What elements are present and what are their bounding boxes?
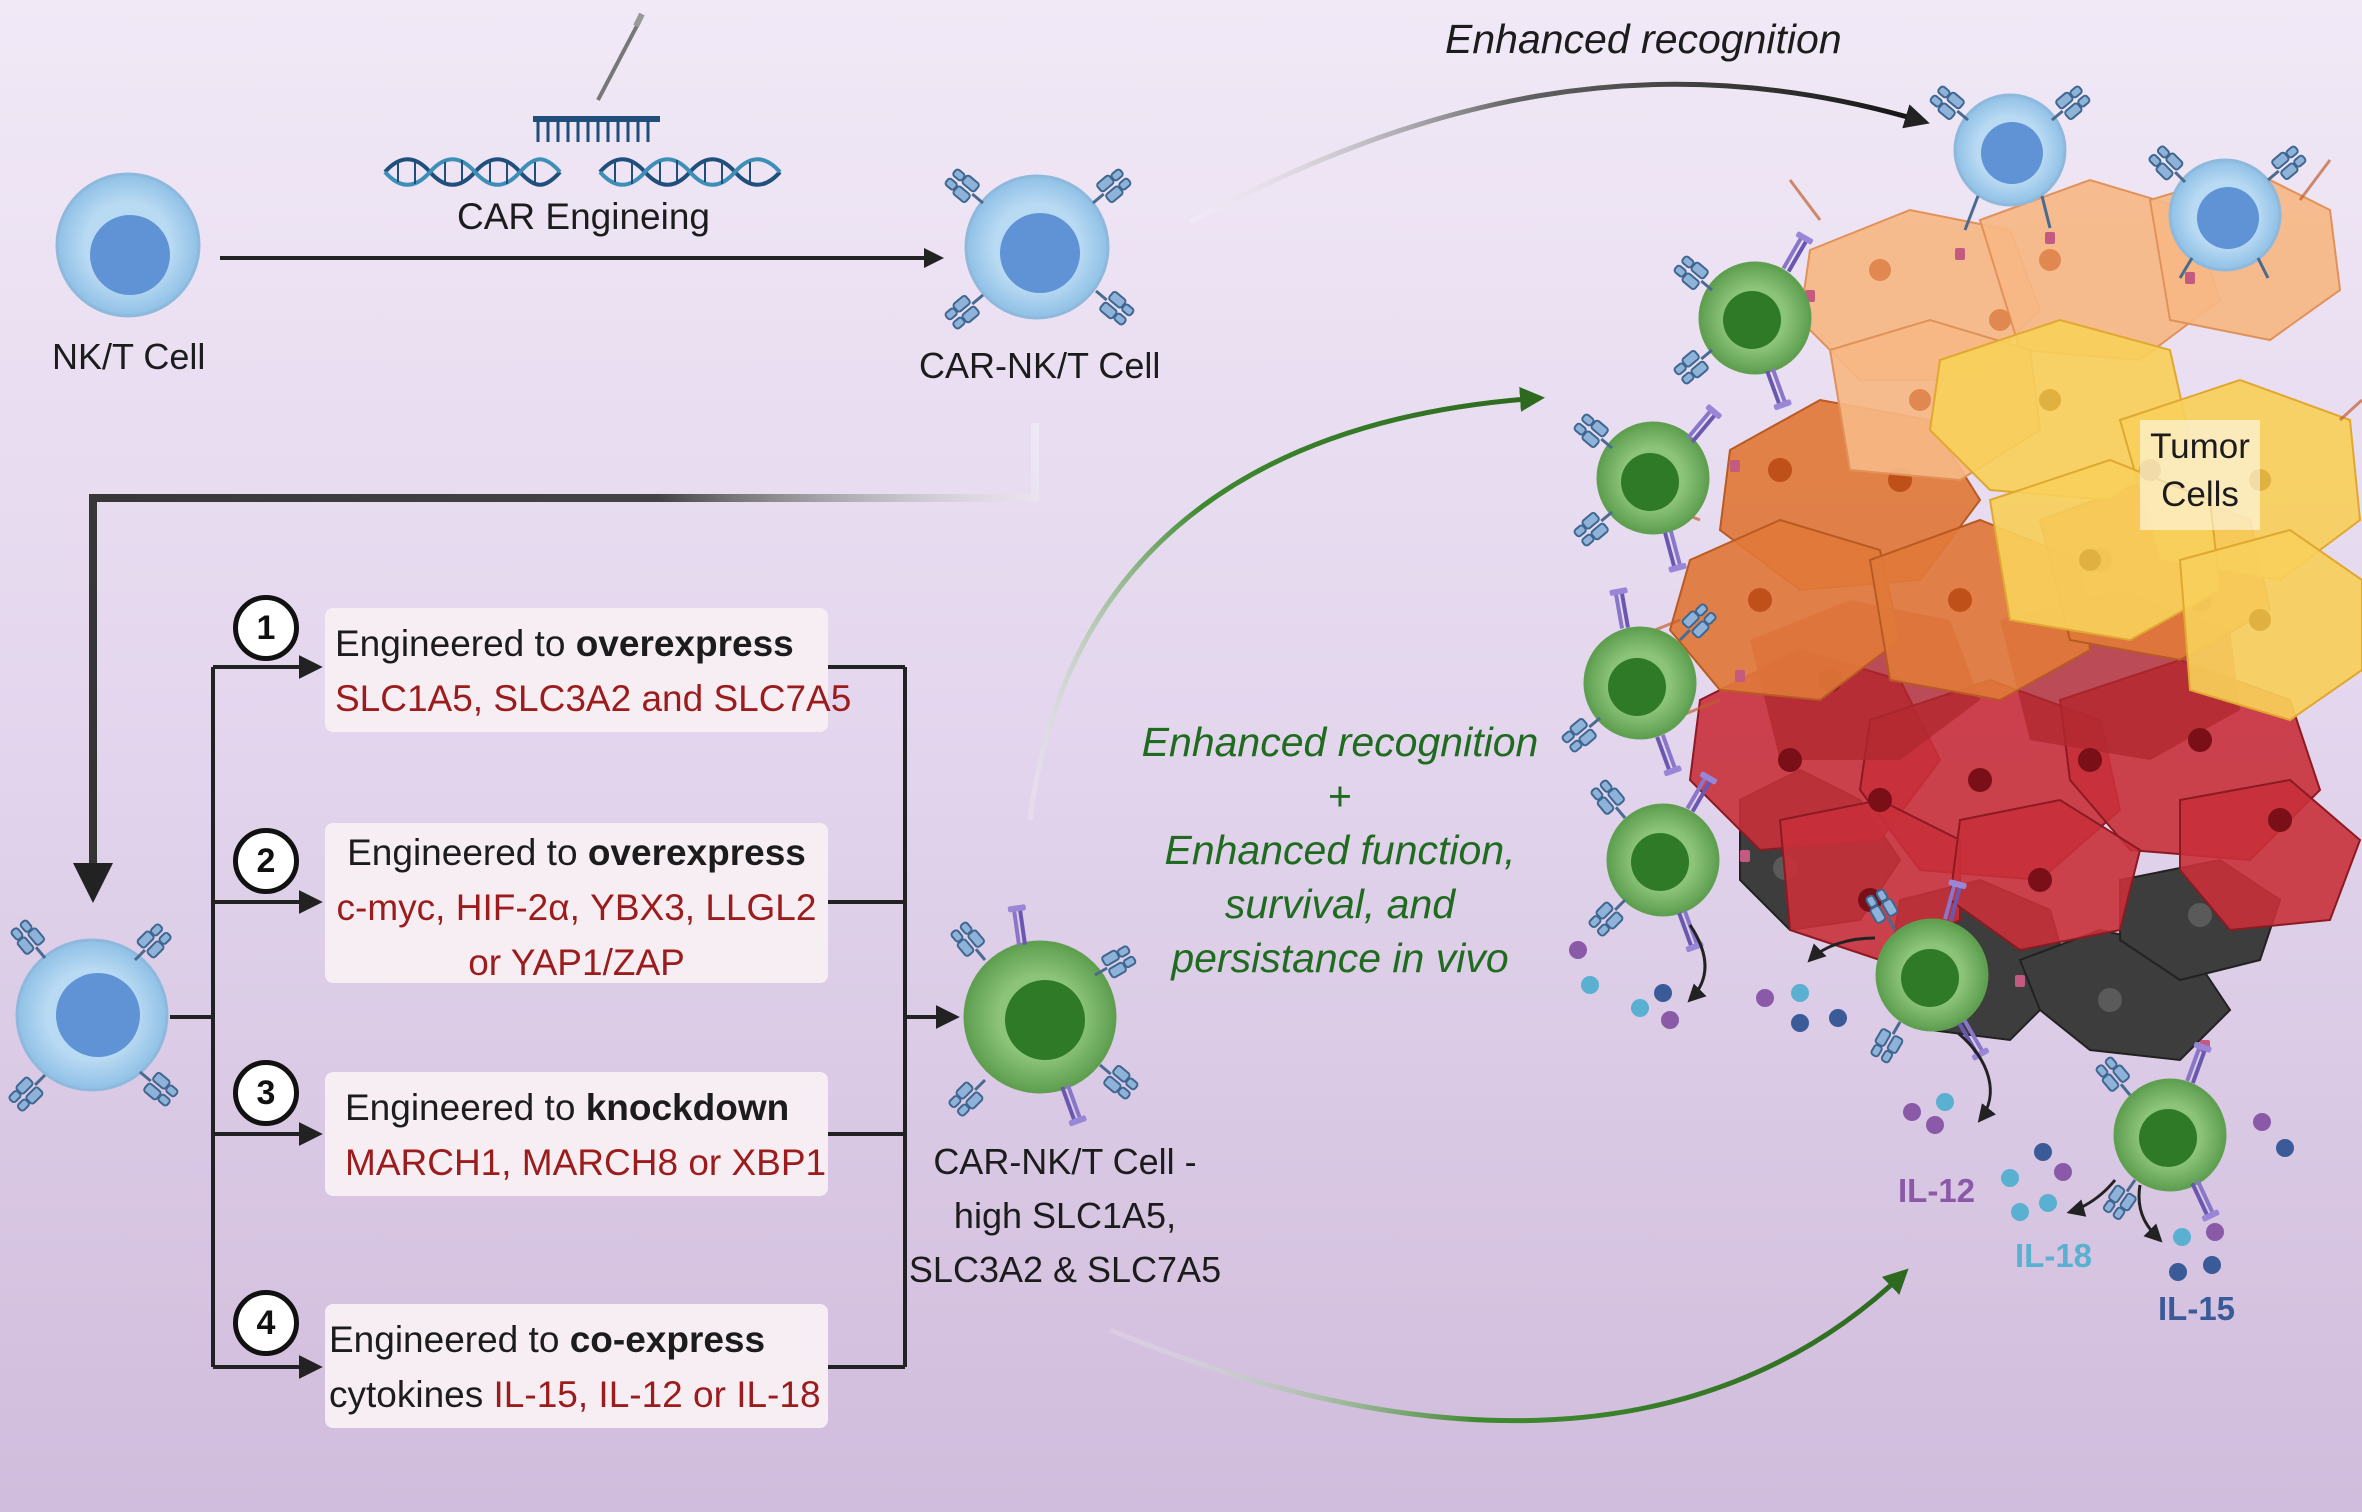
strategy-4-prefix: Engineered to [329, 1319, 570, 1360]
car-nk-t-high-slc-cell-icon [945, 904, 1142, 1127]
effects-label: Enhanced recognition + Enhanced function… [1110, 715, 1570, 985]
strategy-1-number: 1 [233, 595, 299, 661]
strategy-4-targets: IL-15, IL-12 or IL-18 [493, 1374, 821, 1415]
strategy-1-box: Engineered to overexpress SLC1A5, SLC3A2… [325, 608, 852, 732]
effects-line5: persistance in vivo [1171, 935, 1509, 981]
strategy-2-targets-line1: c-myc, HIF-2α, YBX3, LLGL2 [336, 887, 817, 928]
strategy-3-box: Engineered to knockdown MARCH1, MARCH8 o… [325, 1072, 828, 1196]
result-cell-line3: SLC3A2 & SLC7A5 [908, 1249, 1222, 1290]
car-nk-t-cell-label: CAR-NK/T Cell [919, 345, 1161, 386]
strategy-2-prefix: Engineered to [347, 832, 588, 873]
strategy-4-targets-prefix: cytokines [329, 1374, 494, 1415]
enhanced-recognition-arrow [1188, 81, 1930, 225]
nk-t-cell-label: NK/T Cell [52, 336, 206, 377]
green-car-cell-5-icon [1862, 879, 1990, 1066]
green-car-cell-1-icon [1670, 230, 1814, 411]
result-cell-line2: high SLC1A5, [953, 1195, 1177, 1236]
flow-down-arrow [73, 423, 1039, 903]
tumor-mass-illustration [1629, 149, 2362, 1062]
tumor-antigen-icons [1730, 232, 2210, 1052]
car-nk-t-cell-tumor-top-right-icon [2145, 142, 2310, 279]
strategy-2-number: 2 [233, 828, 299, 894]
car-nk-t-cell-icon [941, 165, 1138, 333]
tumor-cells-line2: Cells [2161, 475, 2239, 514]
car-engineering-label: CAR Engineing [457, 196, 710, 237]
enhanced-recognition-top-label: Enhanced recognition [1445, 16, 1842, 62]
strategy-4-box: Engineered to co-express cytokines IL-15… [325, 1304, 828, 1428]
effects-line3: Enhanced function, [1164, 827, 1516, 873]
strategy-3-number: 3 [233, 1060, 299, 1126]
strategy-2-box: Engineered to overexpress c-myc, HIF-2α,… [325, 823, 828, 983]
strategy-2-targets-line2: or YAP1/ZAP [468, 942, 685, 983]
il18-label: IL-18 [2015, 1237, 2093, 1274]
car-cell-start-icon [5, 916, 182, 1115]
green-car-cell-2-icon [1570, 403, 1723, 573]
strategy-branch-lines [170, 655, 960, 1379]
il15-label: IL-15 [2158, 1290, 2236, 1327]
strategy-1-prefix: Engineered to [335, 623, 576, 664]
nk-t-cell-icon [55, 172, 201, 318]
strategy-2-action: overexpress [587, 832, 806, 873]
car-nk-t-cell-tumor-top-left-icon [1926, 82, 2094, 231]
green-car-cell-6-icon [2092, 1041, 2227, 1223]
green-car-cell-4-icon [1585, 770, 1720, 953]
strategy-3-action: knockdown [585, 1087, 790, 1128]
effect-arrow-up [1027, 386, 1545, 821]
strategy-4-number: 4 [233, 1290, 299, 1356]
strategy-1-targets: SLC1A5, SLC3A2 and SLC7A5 [335, 678, 852, 719]
effects-line2: + [1328, 773, 1352, 819]
strategy-3-targets: MARCH1, MARCH8 or XBP1 [345, 1142, 827, 1183]
tumor-cells-label: Tumor Cells [2140, 423, 2260, 519]
il12-label: IL-12 [1898, 1172, 1976, 1209]
strategy-4-action: co-express [569, 1319, 766, 1360]
effects-line1: Enhanced recognition [1141, 719, 1539, 765]
cytokine-release-arrows [1687, 924, 2163, 1243]
cytokine-dots [1569, 941, 2294, 1281]
strategy-3-prefix: Engineered to [345, 1087, 586, 1128]
result-cell-line1: CAR-NK/T Cell - [933, 1141, 1197, 1182]
tumor-cells-line1: Tumor [2150, 427, 2250, 466]
effect-arrow-down [1109, 1268, 1909, 1424]
dna-scissor-icon [383, 12, 782, 187]
effects-line4: survival, and [1224, 881, 1456, 927]
strategy-1-action: overexpress [575, 623, 794, 664]
green-car-cell-3-icon [1558, 587, 1720, 777]
result-cell-label: CAR-NK/T Cell - high SLC1A5, SLC3A2 & SL… [900, 1135, 1230, 1297]
